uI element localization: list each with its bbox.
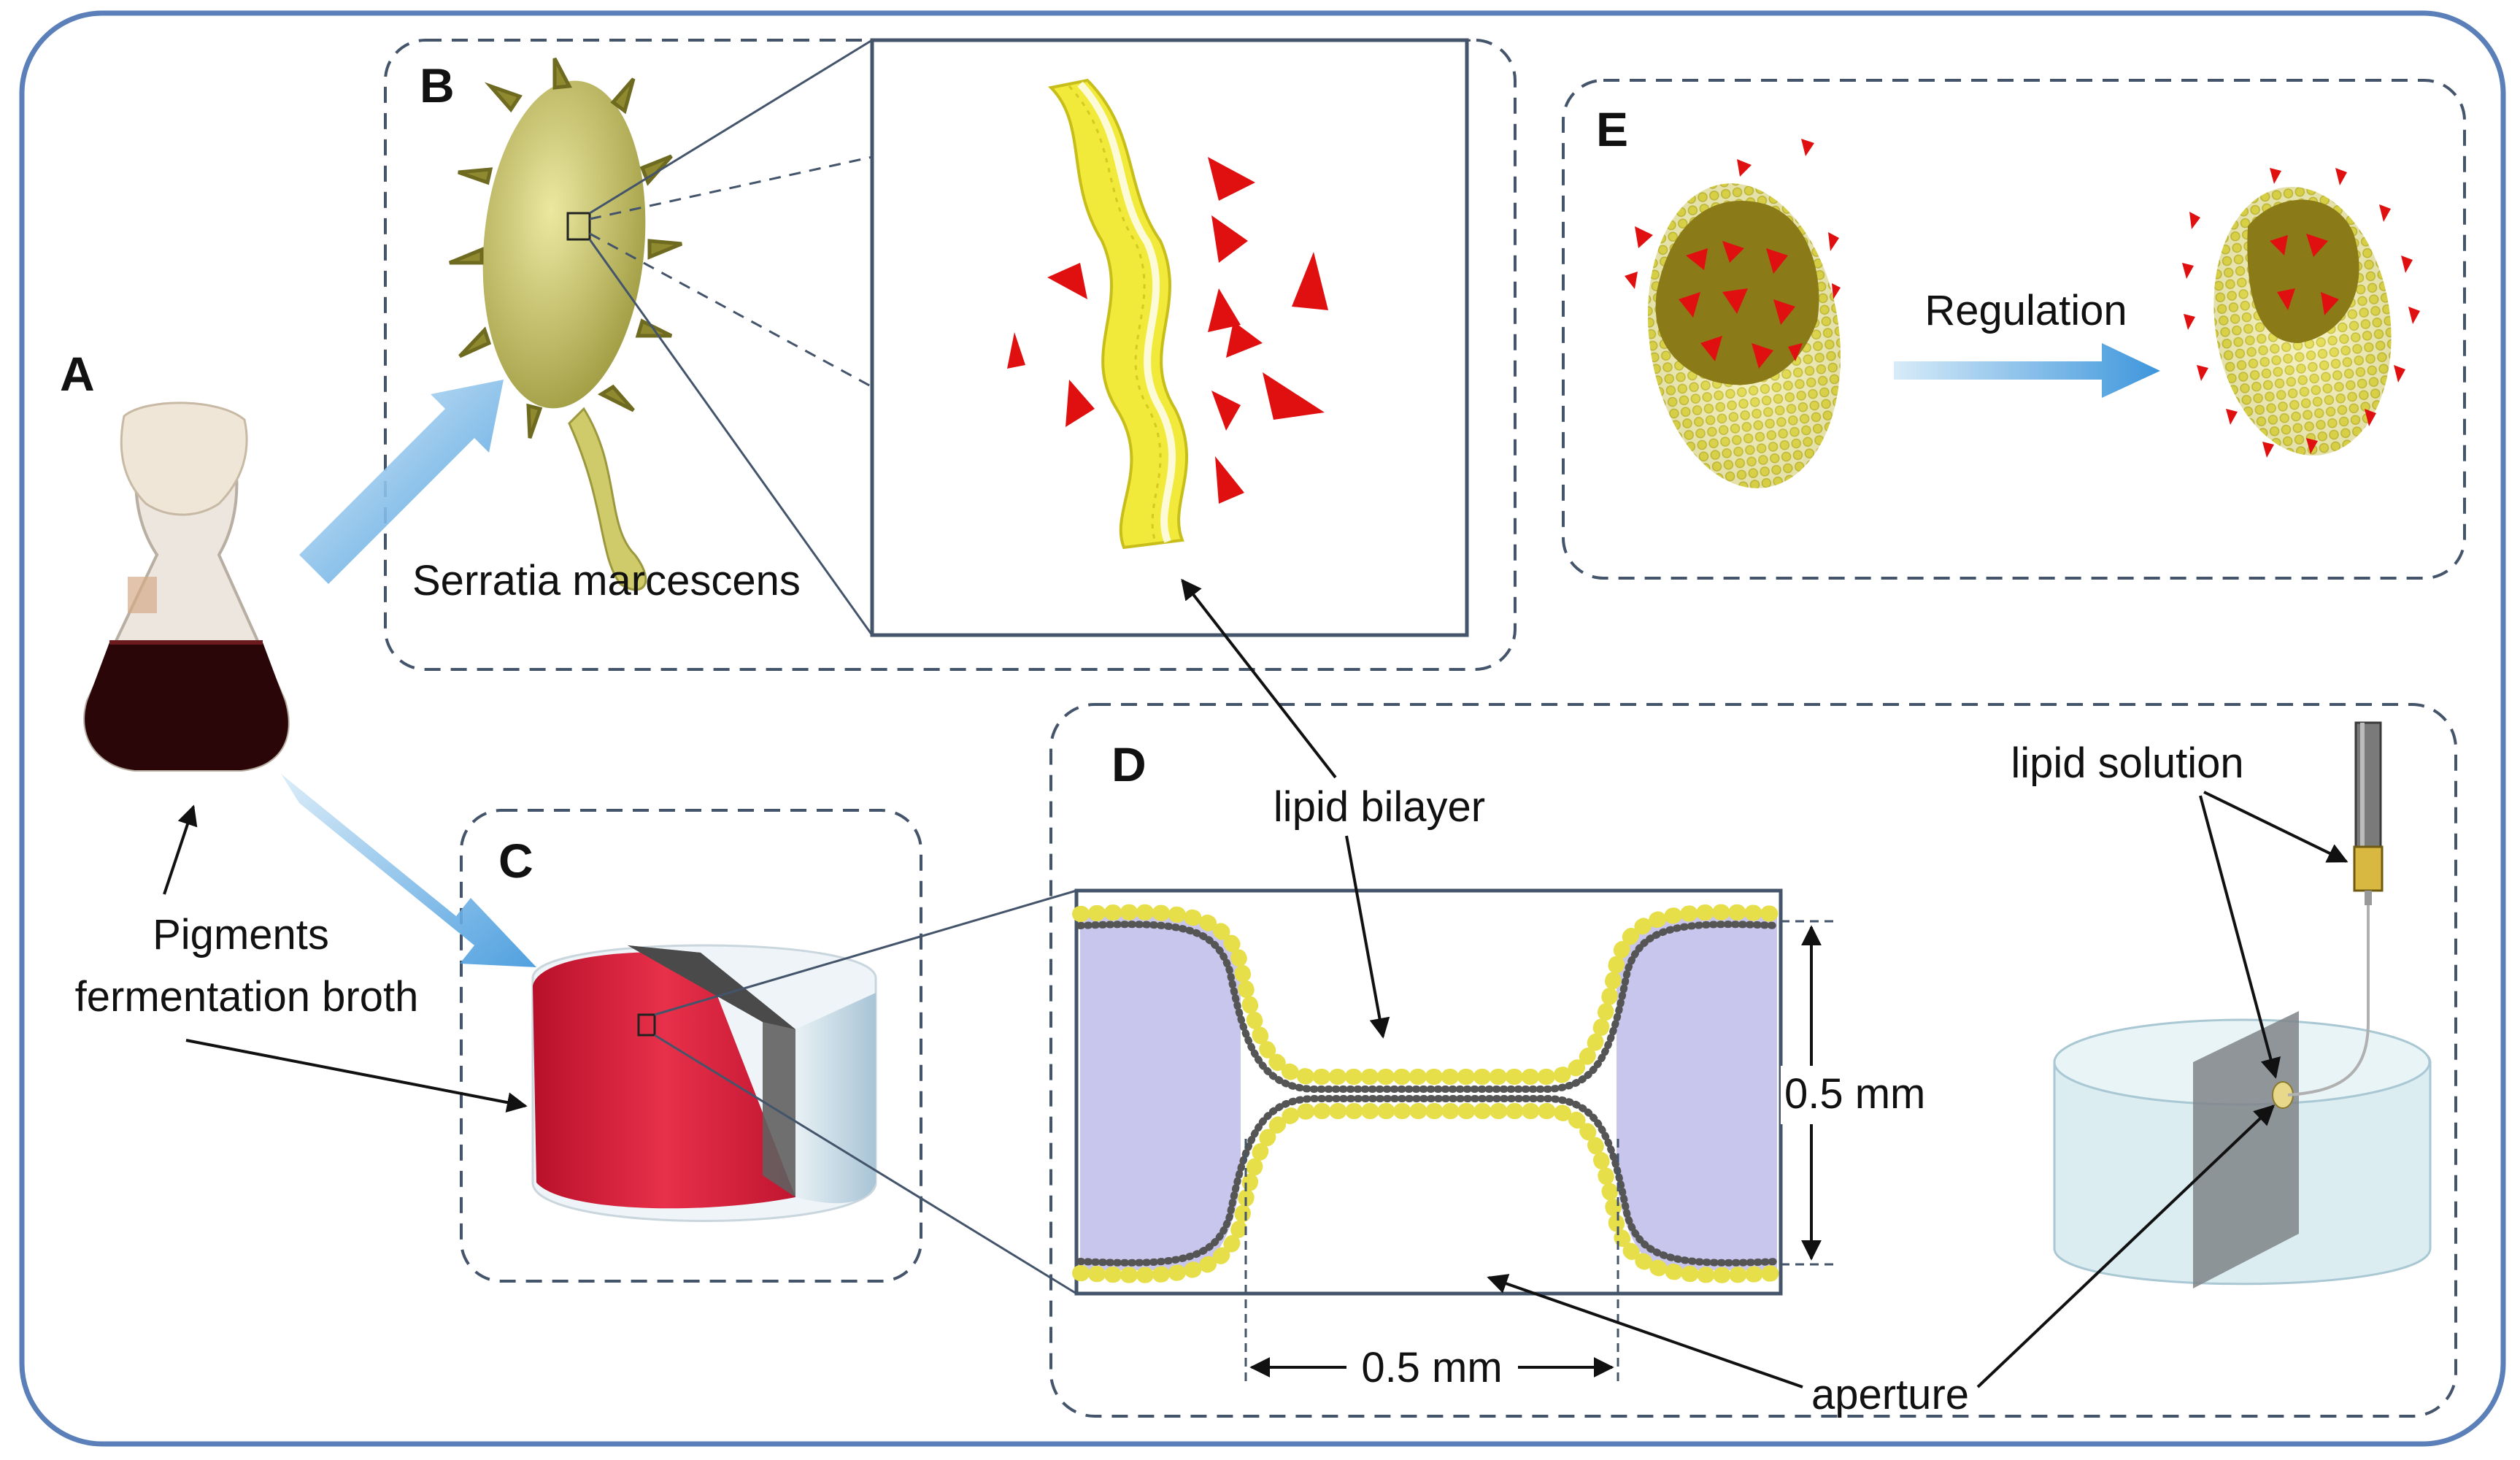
zoom-line-b1 xyxy=(589,39,873,215)
serratia-bacterium xyxy=(449,57,682,591)
petri-dish-cell xyxy=(531,944,877,1222)
panel-c-box xyxy=(460,809,922,1283)
panel-e-box xyxy=(1562,79,2466,580)
fermentation-flask xyxy=(83,402,290,772)
broth-label-line2: fermentation broth xyxy=(75,973,419,1021)
lipid-monolayer xyxy=(1072,904,1785,1283)
broth-pointer-arrow xyxy=(163,804,198,895)
syringe xyxy=(2353,721,2384,905)
width-dim-bg xyxy=(1346,1340,1518,1394)
lipid-solution-arrow-aperture xyxy=(2199,795,2281,1079)
dish-pointer-arrow xyxy=(185,1039,528,1113)
panel-label-c: C xyxy=(498,834,533,888)
zoom-line-c1 xyxy=(654,889,1077,1016)
panel-label-a: A xyxy=(60,347,95,401)
aperture-arrow-right xyxy=(1976,1104,2276,1388)
height-dim-bg xyxy=(1781,1066,1941,1124)
vesicle-before xyxy=(1625,139,1841,488)
regulation-arrow xyxy=(1894,343,2160,398)
lipid-solution-arrow-syringe xyxy=(2203,791,2348,863)
panel-d-box xyxy=(1049,703,2457,1418)
panel-b-box xyxy=(384,39,1517,671)
zoom-line-c2 xyxy=(654,1034,1077,1295)
arrow-to-c xyxy=(281,774,536,967)
lipid-bilayer-label: lipid bilayer xyxy=(1274,783,1485,831)
panel-label-d: D xyxy=(1111,737,1147,791)
panel-label-e: E xyxy=(1596,102,1628,156)
pigment-molecules xyxy=(1007,157,1328,504)
vesicle-after xyxy=(2182,168,2420,458)
right-chamber xyxy=(1617,916,1777,1270)
zoom-line-b4 xyxy=(589,232,873,388)
lipid-bilayer-strip xyxy=(1047,78,1188,550)
regulation-label: Regulation xyxy=(1924,287,2127,334)
membrane-zoom-box xyxy=(870,38,1469,637)
width-dim-label: 0.5 mm xyxy=(1361,1344,1502,1391)
aperture-label: aperture xyxy=(1811,1371,1969,1418)
organism-label: Serratia marcescens xyxy=(412,557,801,604)
zoom-line-b3 xyxy=(589,155,873,220)
aperture-arrow-left xyxy=(1487,1274,1803,1388)
lipid-solution-label: lipid solution xyxy=(2011,739,2243,787)
bilayer-arrow-down xyxy=(1345,835,1390,1039)
bilayer-arrow-up xyxy=(1181,578,1337,779)
height-dim-label: 0.5 mm xyxy=(1784,1070,1925,1118)
bilayer-chamber-apparatus xyxy=(2053,894,2432,1288)
broth-label-line1: Pigments xyxy=(153,911,329,958)
left-chamber xyxy=(1080,916,1241,1270)
panel-label-b: B xyxy=(420,58,455,112)
zoom-line-b2 xyxy=(588,239,874,636)
arrow-to-b xyxy=(299,380,504,584)
